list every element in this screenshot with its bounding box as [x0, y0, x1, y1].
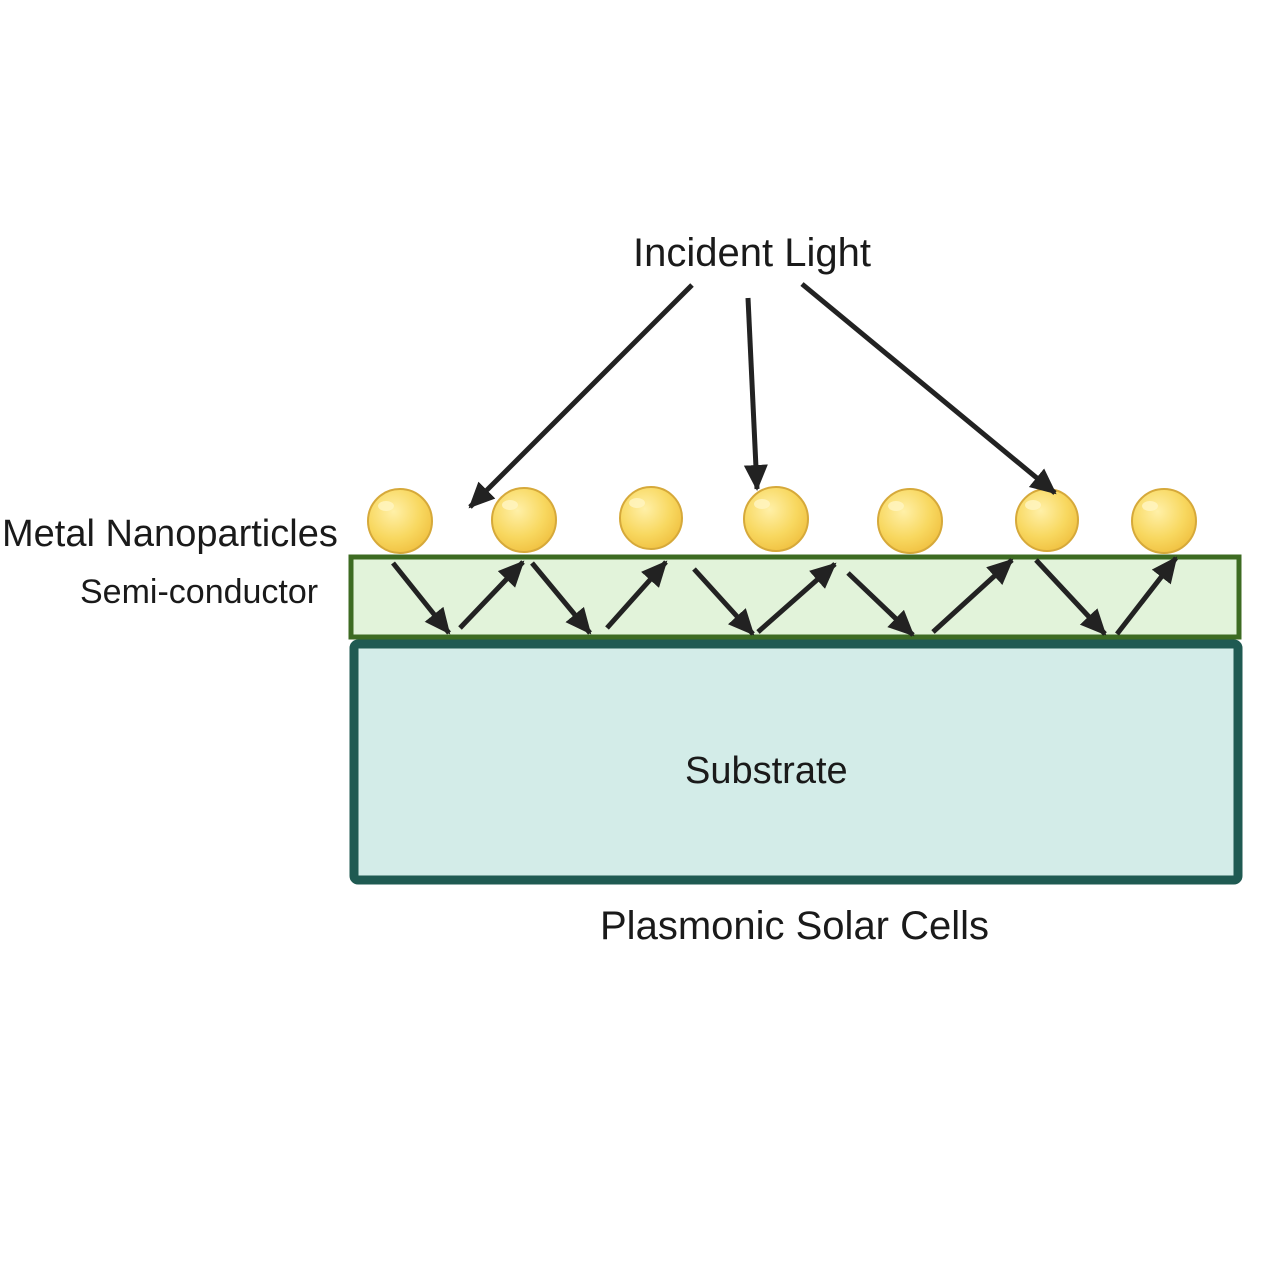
- incident-arrow-left: [468, 283, 694, 509]
- incident-light-arrows: [468, 282, 1057, 509]
- nanoparticle: [367, 488, 433, 554]
- reflection-arrow: [1115, 556, 1178, 636]
- reflection-arrow: [692, 567, 755, 636]
- reflection-arrow: [1034, 558, 1107, 636]
- nanoparticle: [877, 488, 943, 554]
- internal-reflection-arrows: [391, 556, 1178, 637]
- reflection-arrow: [931, 558, 1014, 634]
- metal-nanoparticles: [367, 486, 1197, 554]
- nanoparticle: [491, 487, 557, 553]
- substrate-label: Substrate: [685, 750, 848, 792]
- reflection-arrow: [605, 560, 668, 630]
- semiconductor-label: Semi-conductor: [80, 573, 319, 611]
- nanoparticle: [619, 486, 683, 550]
- reflection-arrow: [756, 562, 837, 634]
- reflection-arrow: [458, 560, 525, 630]
- reflection-arrow: [846, 571, 915, 637]
- incident-light-label: Incident Light: [633, 231, 871, 275]
- reflection-arrow: [530, 561, 592, 635]
- nanoparticle: [1131, 488, 1197, 554]
- substrate-layer: [349, 639, 1243, 885]
- reflection-arrow: [391, 561, 451, 635]
- incident-arrow-center: [743, 297, 768, 491]
- incident-arrow-right: [800, 282, 1057, 495]
- metal-nanoparticles-label: Metal Nanoparticles: [2, 513, 338, 555]
- nanoparticle: [743, 486, 809, 552]
- nanoparticle: [1015, 488, 1079, 552]
- diagram-caption: Plasmonic Solar Cells: [600, 904, 990, 948]
